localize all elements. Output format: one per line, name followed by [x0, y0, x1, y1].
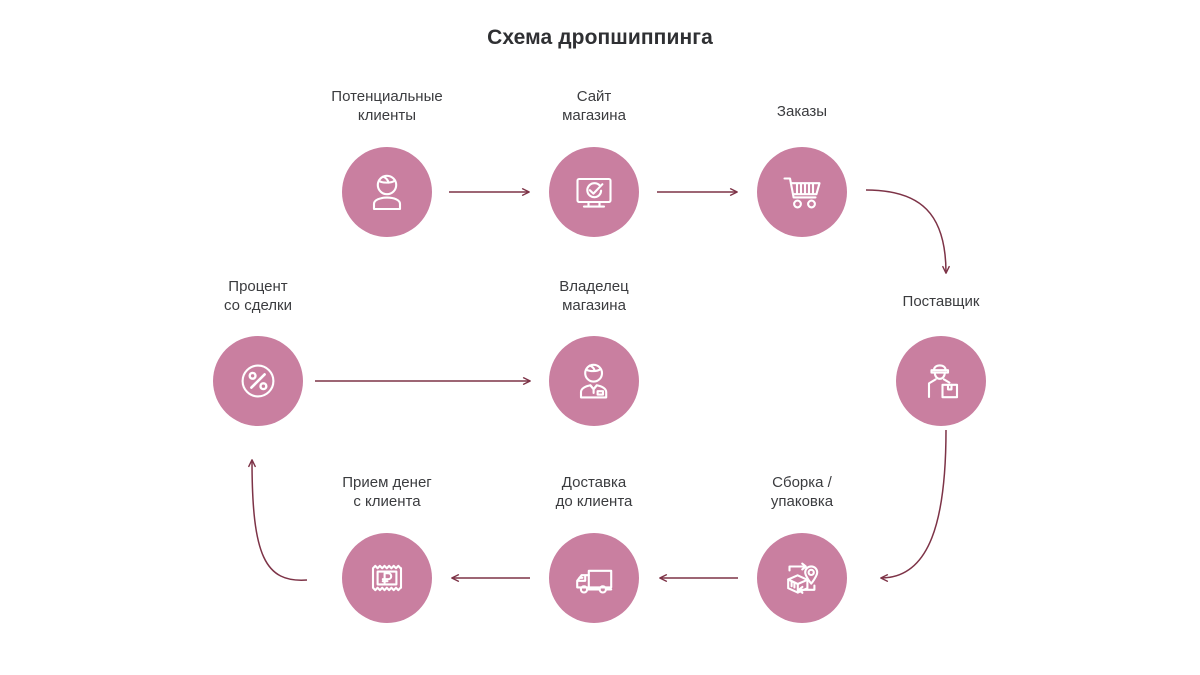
node-label-shop-site: Сайт магазина	[562, 88, 626, 124]
truck-icon	[576, 569, 613, 594]
node-label-money-receipt: Прием денег с клиента	[342, 474, 432, 510]
ruble-receipt-icon	[371, 564, 403, 592]
node-label-potential-clients: Потенциальные клиенты	[331, 88, 443, 124]
percent-circle-icon	[241, 364, 275, 398]
node-disc-orders[interactable]	[757, 147, 847, 237]
node-label-orders: Заказы	[776, 103, 828, 120]
node-label-deal-percent: Процент со сделки	[224, 278, 292, 314]
node-disc-shop-owner[interactable]	[549, 336, 639, 426]
node-disc-shop-site[interactable]	[549, 147, 639, 237]
shopping-cart-icon	[783, 177, 821, 209]
person-icon	[372, 174, 402, 211]
arrow-orders-to-supplier	[865, 189, 950, 274]
warehouse-worker-icon	[927, 364, 959, 399]
node-label-delivery: Доставка до клиента	[555, 474, 633, 510]
node-label-shop-owner: Владелец магазина	[559, 278, 629, 314]
monitor-check-icon	[576, 177, 612, 208]
node-disc-assembly-packing[interactable]	[757, 533, 847, 623]
node-label-assembly-packing: Сборка / упаковка	[770, 474, 834, 510]
node-disc-potential-clients[interactable]	[342, 147, 432, 237]
node-disc-money-receipt[interactable]	[342, 533, 432, 623]
node-disc-delivery[interactable]	[549, 533, 639, 623]
shop-owner-icon	[579, 363, 608, 399]
node-disc-deal-percent[interactable]	[213, 336, 303, 426]
box-pin-icon	[787, 562, 819, 594]
node-label-supplier: Поставщик	[902, 293, 980, 310]
node-disc-supplier[interactable]	[896, 336, 986, 426]
page-title: Схема дропшиппинга	[487, 26, 713, 49]
